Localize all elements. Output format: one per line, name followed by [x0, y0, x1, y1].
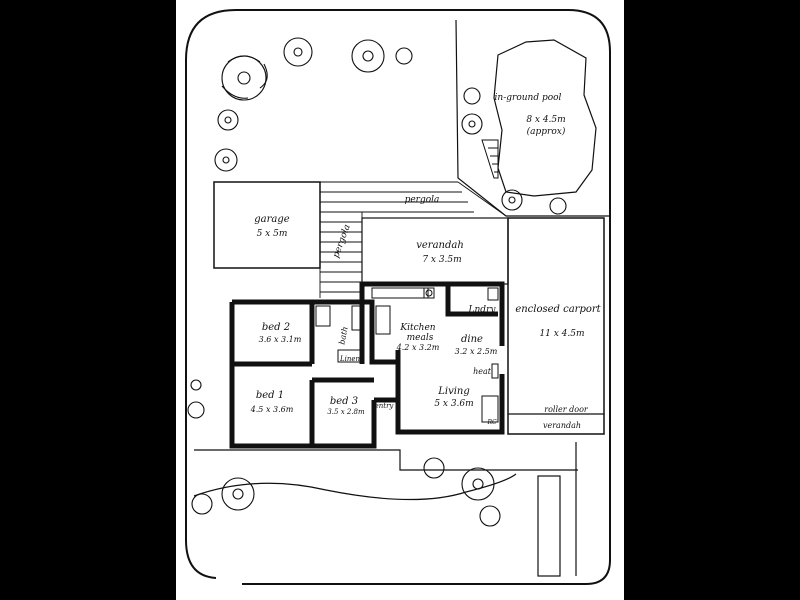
living-size: 5 x 3.6m: [434, 399, 473, 409]
flower-5: [217, 109, 239, 131]
pool-note: (approx): [527, 126, 566, 137]
pool-name: in-ground pool: [495, 93, 562, 103]
kitchen-size: 4.2 x 3.2m: [396, 343, 440, 352]
property-boundary: [236, 9, 611, 585]
garage-size: 5 x 5m: [257, 229, 288, 239]
verandah-front-label: verandah: [543, 421, 581, 430]
roller-door-label: roller door: [544, 405, 589, 414]
garden-plants: [187, 37, 567, 527]
flower-1: [221, 55, 268, 101]
flower-7: [463, 87, 481, 105]
flower-15: [461, 467, 495, 501]
bed3-name: bed 3: [330, 396, 358, 407]
flower-2: [283, 37, 313, 67]
heat-label: heat: [473, 367, 492, 376]
pool-steps: [481, 139, 499, 179]
pool-shape: [493, 39, 597, 197]
pool-size: 8 x 4.5m: [526, 115, 565, 125]
flower-6: [214, 148, 238, 172]
bed1-name: bed 1: [256, 390, 284, 401]
driveway: [193, 442, 578, 577]
pergola-slats: [319, 181, 507, 298]
dine-name: dine: [461, 334, 483, 345]
lndry-label: Lndry: [468, 305, 497, 315]
bed2-size: 3.6 x 3.1m: [259, 335, 302, 344]
carport-name: enclosed carport: [515, 304, 601, 315]
pergola-top-label: pergola: [405, 195, 440, 205]
flower-13: [191, 493, 213, 515]
entry-label: entry: [375, 402, 395, 410]
carport-outline: [507, 217, 605, 435]
flower-9: [501, 189, 523, 211]
bed1-size: 4.5 x 3.6m: [250, 405, 294, 414]
verandah-rear-size: 7 x 3.5m: [422, 255, 461, 265]
property-boundary-left: [185, 9, 237, 579]
flower-16: [479, 505, 501, 527]
flower-4: [395, 47, 413, 65]
kitchen-fixtures: [315, 287, 499, 423]
flower-3: [351, 39, 385, 73]
flower-14: [423, 457, 445, 479]
pergola-side-label: pergola: [331, 223, 352, 259]
bed2-name: bed 2: [262, 322, 290, 333]
pool-fence: [455, 19, 610, 217]
kitchen-name: Kitchen: [399, 323, 435, 333]
garage-outline: [213, 181, 321, 269]
flower-12: [221, 477, 255, 511]
verandah-rear-name: verandah: [416, 240, 464, 251]
house-walls: [229, 281, 505, 449]
living-name: Living: [437, 386, 470, 397]
flower-10: [549, 197, 567, 215]
kitchen-sub: meals: [407, 333, 434, 343]
carport-size: 11 x 4.5m: [539, 329, 584, 339]
flower-11: [187, 379, 205, 419]
bed3-size: 3.5 x 2.8m: [327, 408, 365, 416]
garage-name: garage: [254, 214, 290, 225]
rear-verandah-outline: [361, 217, 509, 285]
floor-plan-svg: in-ground pool 8 x 4.5m (approx) pergola…: [185, 9, 611, 585]
floor-plan-sheet: in-ground pool 8 x 4.5m (approx) pergola…: [176, 0, 624, 600]
flower-8: [461, 113, 483, 135]
bath-label: bath: [338, 326, 350, 346]
dine-size: 3.2 x 2.5m: [455, 347, 498, 356]
linen-label: Linen: [339, 355, 361, 363]
rc-label: RC: [486, 419, 497, 426]
